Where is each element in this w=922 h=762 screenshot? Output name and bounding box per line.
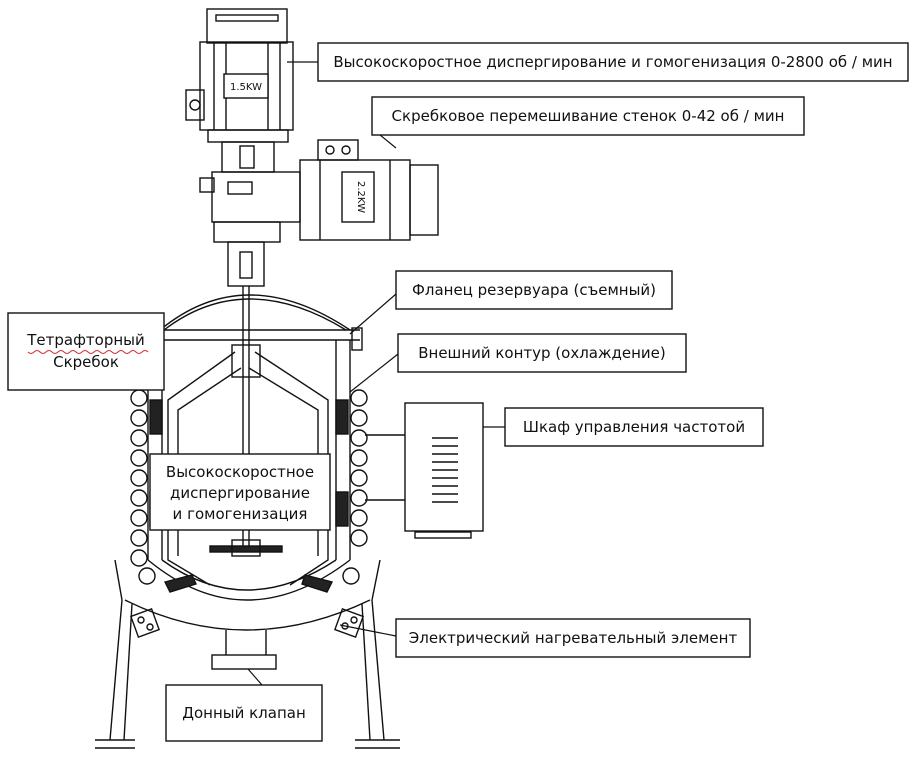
tank-lid — [155, 294, 363, 351]
svg-text:Электрический нагревательный э: Электрический нагревательный элемент — [409, 629, 738, 647]
top-motor: 1.5KW — [185, 8, 294, 173]
svg-text:Скребок: Скребок — [53, 353, 119, 371]
svg-text:диспергирование: диспергирование — [170, 484, 310, 502]
callout-vfd-cabinet: Шкаф управления частотой — [504, 407, 764, 447]
callout-scraper-mixing: Скребковое перемешивание стенок 0-42 об … — [371, 96, 805, 136]
cooling-coil-right — [342, 389, 368, 585]
callout-flange: Фланец резервуара (съемный) — [395, 270, 673, 310]
svg-text:и гомогенизация: и гомогенизация — [173, 505, 308, 523]
leader-lines — [247, 61, 505, 686]
cooling-coil-left — [130, 389, 156, 585]
svg-text:Внешний контур (охлаждение): Внешний контур (охлаждение) — [418, 344, 666, 362]
callout-high-speed: Высокоскоростное диспергирование и гомог… — [317, 42, 909, 82]
callout-outer-loop: Внешний контур (охлаждение) — [397, 333, 687, 373]
svg-text:Фланец резервуара (съемный): Фланец резервуара (съемный) — [412, 281, 656, 299]
disperser-head — [209, 539, 283, 557]
callout-ptfe-scraper: Тетрафторный Скребок — [7, 312, 165, 391]
callout-bottom-valve: Донный клапан — [165, 684, 323, 742]
svg-text:Тетрафторный: Тетрафторный — [26, 331, 145, 349]
svg-text:Скребковое перемешивание стено: Скребковое перемешивание стенок 0-42 об … — [392, 107, 785, 125]
bottom-valve-part — [211, 630, 277, 670]
svg-text:Шкаф управления частотой: Шкаф управления частотой — [523, 418, 745, 436]
top-motor-rating: 1.5KW — [230, 82, 262, 93]
side-motor: 2.2KW — [199, 139, 439, 287]
svg-text:Высокоскоростное: Высокоскоростное — [166, 463, 314, 481]
tank-legs — [95, 559, 400, 749]
svg-text:Донный клапан: Донный клапан — [182, 704, 306, 722]
callout-disperser: Высокоскоростное диспергирование и гомог… — [149, 453, 331, 531]
callout-heater: Электрический нагревательный элемент — [395, 618, 751, 658]
vfd-cabinet — [365, 402, 484, 539]
side-motor-rating: 2.2KW — [355, 181, 366, 213]
svg-text:Высокоскоростное диспергирован: Высокоскоростное диспергирование и гомог… — [333, 53, 892, 71]
